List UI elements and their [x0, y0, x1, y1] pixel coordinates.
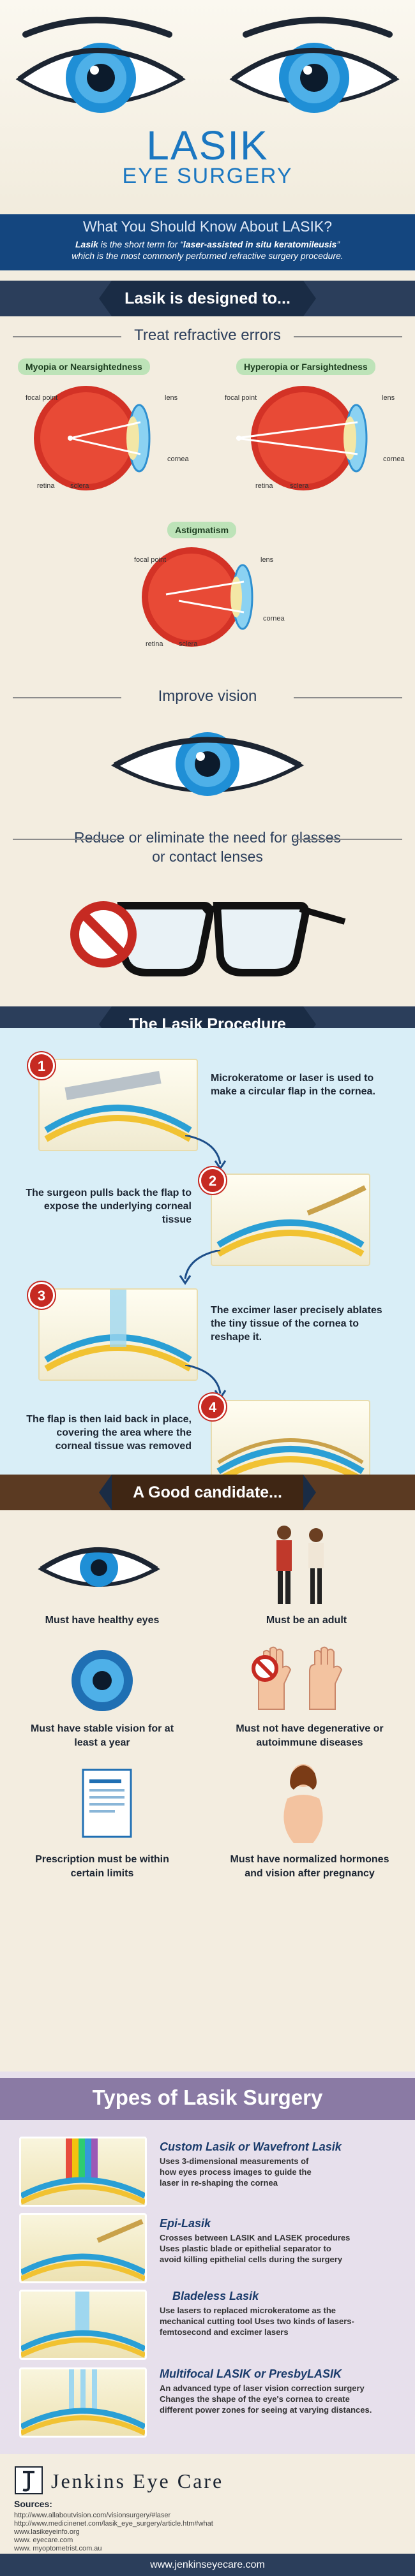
- type-3-title: Bladeless Lasik: [172, 2290, 259, 2302]
- myopia-label: Myopia or Nearsightedness: [18, 358, 150, 375]
- step-2-text: The surgeon pulls back the flap to expos…: [26, 1188, 192, 1225]
- page-subtitle: EYE SURGERY: [122, 164, 293, 188]
- label-sclera-3: sclera: [179, 640, 198, 648]
- candidate-item-3: Must have stable vision for at least a y…: [30, 1723, 174, 1748]
- type-1-title: Custom Lasik or Wavefront Lasik: [160, 2140, 342, 2153]
- type-3-desc: Use lasers to replaced microkeratome as …: [160, 2306, 354, 2337]
- candidate-header-band: A Good candidate...: [0, 1475, 415, 1510]
- type-4-illustration: [19, 2367, 147, 2438]
- step-1-number: 1: [28, 1052, 55, 1079]
- hands-icon: [252, 1646, 343, 1710]
- page-title: LASIK: [146, 122, 269, 168]
- eyes-illustration: [15, 17, 400, 113]
- label-lens: lens: [165, 394, 178, 402]
- intro-band: What You Should Know About LASIK? Lasik …: [0, 214, 415, 270]
- glasses-icon: [70, 901, 346, 976]
- candidate-item-1: Must have healthy eyes: [45, 1615, 160, 1626]
- eye-exam-icon: [72, 1650, 133, 1711]
- label-lens-2: lens: [382, 394, 395, 402]
- candidate-item-5: Prescription must be within certain limi…: [35, 1854, 169, 1879]
- candidate-item-4: Must not have degenerative or autoimmune…: [236, 1723, 384, 1748]
- candidate-item-2: Must be an adult: [266, 1615, 347, 1626]
- step-2-number: 2: [199, 1167, 226, 1194]
- type-1-illustration: [19, 2137, 147, 2207]
- step-3-illustration: [38, 1288, 198, 1381]
- hero: LASIK EYE SURGERY: [0, 0, 415, 223]
- label-focal-point-3: focal point: [134, 556, 167, 564]
- step-1-text: Microkeratome or laser is used to make a…: [211, 1073, 375, 1097]
- label-cornea-2: cornea: [383, 455, 405, 463]
- intro-definition-2: which is the most commonly performed ref…: [72, 251, 343, 261]
- prescription-icon: [82, 1769, 132, 1838]
- sources-label: Sources:: [14, 2499, 52, 2509]
- type-4-desc: An advanced type of laser vision correct…: [160, 2383, 372, 2415]
- step-1-illustration: [38, 1059, 198, 1151]
- candidate-section: [0, 1510, 415, 2072]
- step-4-text: The flap is then laid back in place, cov…: [26, 1414, 192, 1452]
- label-focal-point: focal point: [26, 394, 58, 402]
- brand-name: Jenkins Eye Care: [51, 2469, 224, 2492]
- type-2-title: Epi-Lasik: [160, 2217, 211, 2230]
- website-url[interactable]: www.jenkinseyecare.com: [0, 2554, 415, 2576]
- label-retina-3: retina: [146, 640, 163, 648]
- arrow-2-icon: [179, 1250, 221, 1285]
- intro-definition-end: ”: [336, 239, 340, 249]
- intro-expansion: laser-assisted in situ keratomileusis: [183, 239, 337, 249]
- arrow-1-icon: [185, 1135, 227, 1170]
- designed-header: Lasik is designed to...: [99, 281, 316, 316]
- intro-question: What You Should Know About LASIK?: [82, 218, 332, 235]
- candidate-header: A Good candidate...: [99, 1475, 316, 1510]
- types-header-band: [0, 2078, 415, 2120]
- reduce-heading-1: Reduce or eliminate the need for glasses: [13, 829, 402, 846]
- myopia-eyeball-diagram: [34, 386, 151, 490]
- type-2-desc: Crosses between LASIK and LASEK procedur…: [160, 2233, 351, 2264]
- type-1-desc: Uses 3-dimensional measurements of how e…: [160, 2156, 312, 2188]
- left-eye-icon: [15, 43, 186, 113]
- types-header: Types of Lasik Surgery: [92, 2086, 323, 2109]
- hyperopia-eyeball-diagram: [236, 386, 368, 490]
- adult-couple-icon: [276, 1526, 324, 1604]
- hyperopia-label: Hyperopia or Farsightedness: [236, 358, 375, 375]
- type-4-title: Multifocal LASIK or PresbyLASIK: [160, 2367, 342, 2380]
- step-2-illustration: [211, 1174, 370, 1266]
- label-cornea: cornea: [167, 455, 189, 463]
- improve-heading: Improve vision: [13, 688, 402, 705]
- type-3-illustration: [19, 2290, 147, 2360]
- astigmatism-eyeball-diagram: [142, 547, 253, 647]
- source-link[interactable]: www.lasikeyeinfo.org: [14, 2528, 80, 2536]
- astigmatism-label: Astigmatism: [167, 522, 237, 538]
- source-link[interactable]: www. eyecare.com: [14, 2536, 73, 2544]
- right-eye-icon: [229, 43, 400, 113]
- step-3-number: 3: [28, 1282, 55, 1309]
- label-sclera: sclera: [70, 482, 89, 490]
- intro-definition: Lasik is the short term for “laser-assis…: [0, 239, 415, 249]
- large-eye-icon: [110, 732, 305, 796]
- label-focal-point-2: focal point: [225, 394, 257, 402]
- label-lens-3: lens: [260, 556, 274, 564]
- source-link[interactable]: http://www.medicinenet.com/lasik_eye_sur…: [14, 2520, 213, 2528]
- label-cornea-3: cornea: [263, 615, 285, 622]
- healthy-eye-icon: [38, 1547, 160, 1587]
- source-link[interactable]: www. myoptometrist.com.au: [14, 2545, 102, 2552]
- intro-definition-mid: is the short term for “: [98, 239, 183, 249]
- brand-logo-icon: [15, 2466, 43, 2494]
- source-link[interactable]: http://www.allaboutvision.com/visionsurg…: [14, 2512, 171, 2519]
- reduce-heading-2: or contact lenses: [152, 848, 263, 865]
- label-retina: retina: [37, 482, 55, 490]
- step-3-text: The excimer laser precisely ablates the …: [211, 1305, 382, 1343]
- intro-term: Lasik: [75, 239, 98, 249]
- type-2-illustration: [19, 2213, 147, 2283]
- step-4-number: 4: [199, 1394, 226, 1420]
- designed-header-band: Lasik is designed to...: [0, 281, 415, 316]
- label-retina-2: retina: [255, 482, 273, 490]
- candidate-item-6: Must have normalized hormones and vision…: [230, 1854, 389, 1879]
- label-sclera-2: sclera: [290, 482, 309, 490]
- treat-heading: Treat refractive errors: [13, 327, 402, 344]
- pregnant-woman-icon: [283, 1764, 323, 1843]
